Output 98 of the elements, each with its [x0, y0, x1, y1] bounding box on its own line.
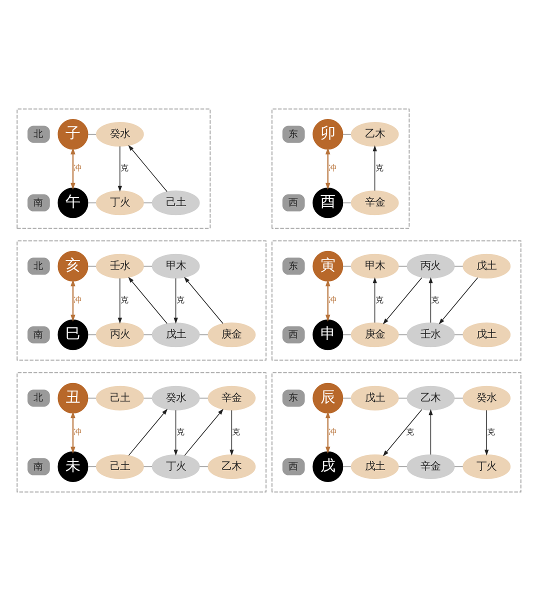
arrow — [128, 408, 168, 456]
node-circle: 卯 — [312, 118, 344, 150]
node-ellipse: 丁火 — [152, 454, 200, 479]
node-box: 北 — [28, 389, 50, 406]
node-box: 西 — [282, 458, 305, 475]
node-box: 东 — [282, 389, 305, 406]
edge-label: 冲 — [73, 162, 82, 172]
arrow — [118, 146, 122, 192]
node-ellipse: 丙火 — [96, 322, 144, 347]
node-ellipse: 己土 — [96, 385, 144, 410]
node-ellipse: 庚金 — [350, 322, 399, 347]
arrow — [184, 408, 224, 456]
node-ellipse: 戊土 — [350, 385, 399, 410]
node-ellipse: 己土 — [152, 190, 200, 215]
arrow — [230, 409, 234, 456]
node-ellipse: 丁火 — [96, 190, 144, 215]
node-ellipse: 甲木 — [152, 253, 200, 278]
node-box: 南 — [28, 326, 50, 343]
node-ellipse: 甲木 — [350, 253, 399, 278]
node-ellipse: 丙火 — [406, 253, 455, 278]
edge-label: 克 — [176, 426, 184, 436]
node-ellipse: 壬水 — [406, 322, 455, 347]
edge-label: 克 — [375, 162, 384, 172]
arrow — [382, 408, 422, 456]
edge-label: 克 — [232, 426, 240, 436]
node-box: 南 — [28, 194, 50, 211]
node-ellipse: 癸水 — [462, 385, 511, 410]
node-ellipse: 壬水 — [96, 253, 144, 278]
node-ellipse: 辛金 — [406, 454, 455, 479]
node-ellipse: 己土 — [96, 454, 144, 479]
cluster — [272, 240, 522, 360]
arrow — [174, 277, 178, 324]
node-box: 西 — [282, 326, 305, 343]
edge-label: 克 — [406, 426, 414, 436]
edge-label: 克 — [375, 294, 384, 304]
node-circle: 寅 — [312, 250, 344, 281]
cluster — [16, 372, 266, 492]
arrow — [484, 409, 489, 456]
edge-label: 克 — [431, 294, 440, 304]
node-circle: 丑 — [58, 382, 88, 413]
arrow — [118, 277, 122, 324]
node-ellipse: 癸水 — [96, 121, 144, 146]
node-ellipse: 丁火 — [462, 454, 511, 479]
node-circle: 午 — [58, 187, 88, 218]
node-circle: 申 — [312, 319, 344, 350]
arrow — [70, 278, 76, 322]
arrow — [184, 276, 224, 324]
node-ellipse: 辛金 — [208, 385, 256, 410]
node-circle: 辰 — [312, 382, 344, 413]
arrow — [128, 276, 168, 324]
edge-label: 冲 — [328, 162, 336, 172]
arrow — [372, 276, 377, 322]
arrow — [325, 410, 330, 454]
node-ellipse: 戊土 — [152, 322, 200, 347]
edge-label: 冲 — [73, 426, 82, 436]
cluster — [272, 372, 522, 492]
edge-label: 冲 — [328, 426, 336, 436]
node-ellipse: 乙木 — [350, 121, 399, 146]
node-ellipse: 戊土 — [462, 253, 511, 278]
arrow — [70, 410, 76, 454]
node-box: 西 — [282, 194, 305, 211]
arrow — [428, 408, 433, 454]
node-box: 北 — [28, 257, 50, 274]
node-circle: 戌 — [312, 450, 344, 482]
node-box: 东 — [282, 125, 305, 142]
node-ellipse: 戊土 — [462, 322, 511, 347]
edge-label: 克 — [120, 162, 128, 172]
cluster — [16, 240, 266, 360]
node-circle: 亥 — [58, 250, 88, 281]
edge-label: 克 — [487, 426, 496, 436]
node-box: 东 — [282, 257, 305, 274]
cluster — [272, 108, 410, 228]
node-ellipse: 乙木 — [406, 385, 455, 410]
node-circle: 巳 — [58, 319, 88, 350]
arrow — [128, 144, 168, 192]
edge-label: 克 — [120, 294, 128, 304]
arrow — [174, 409, 178, 456]
node-ellipse: 庚金 — [208, 322, 256, 347]
arrow — [325, 146, 330, 190]
node-circle: 未 — [58, 450, 88, 482]
node-box: 北 — [28, 125, 50, 142]
edge-label: 冲 — [328, 294, 336, 304]
node-circle: 子 — [58, 118, 88, 150]
node-ellipse: 癸水 — [152, 385, 200, 410]
edge-label: 冲 — [73, 294, 82, 304]
node-ellipse: 辛金 — [350, 190, 399, 215]
arrow — [428, 276, 433, 322]
arrow — [438, 276, 478, 324]
arrow — [372, 144, 377, 191]
node-ellipse: 乙木 — [208, 454, 256, 479]
node-circle: 酉 — [312, 187, 344, 218]
arrow — [70, 146, 76, 190]
edge-label: 克 — [176, 294, 184, 304]
arrow — [325, 278, 330, 322]
cluster — [16, 108, 210, 228]
node-box: 南 — [28, 458, 50, 475]
node-ellipse: 戊土 — [350, 454, 399, 479]
arrow — [382, 276, 422, 324]
